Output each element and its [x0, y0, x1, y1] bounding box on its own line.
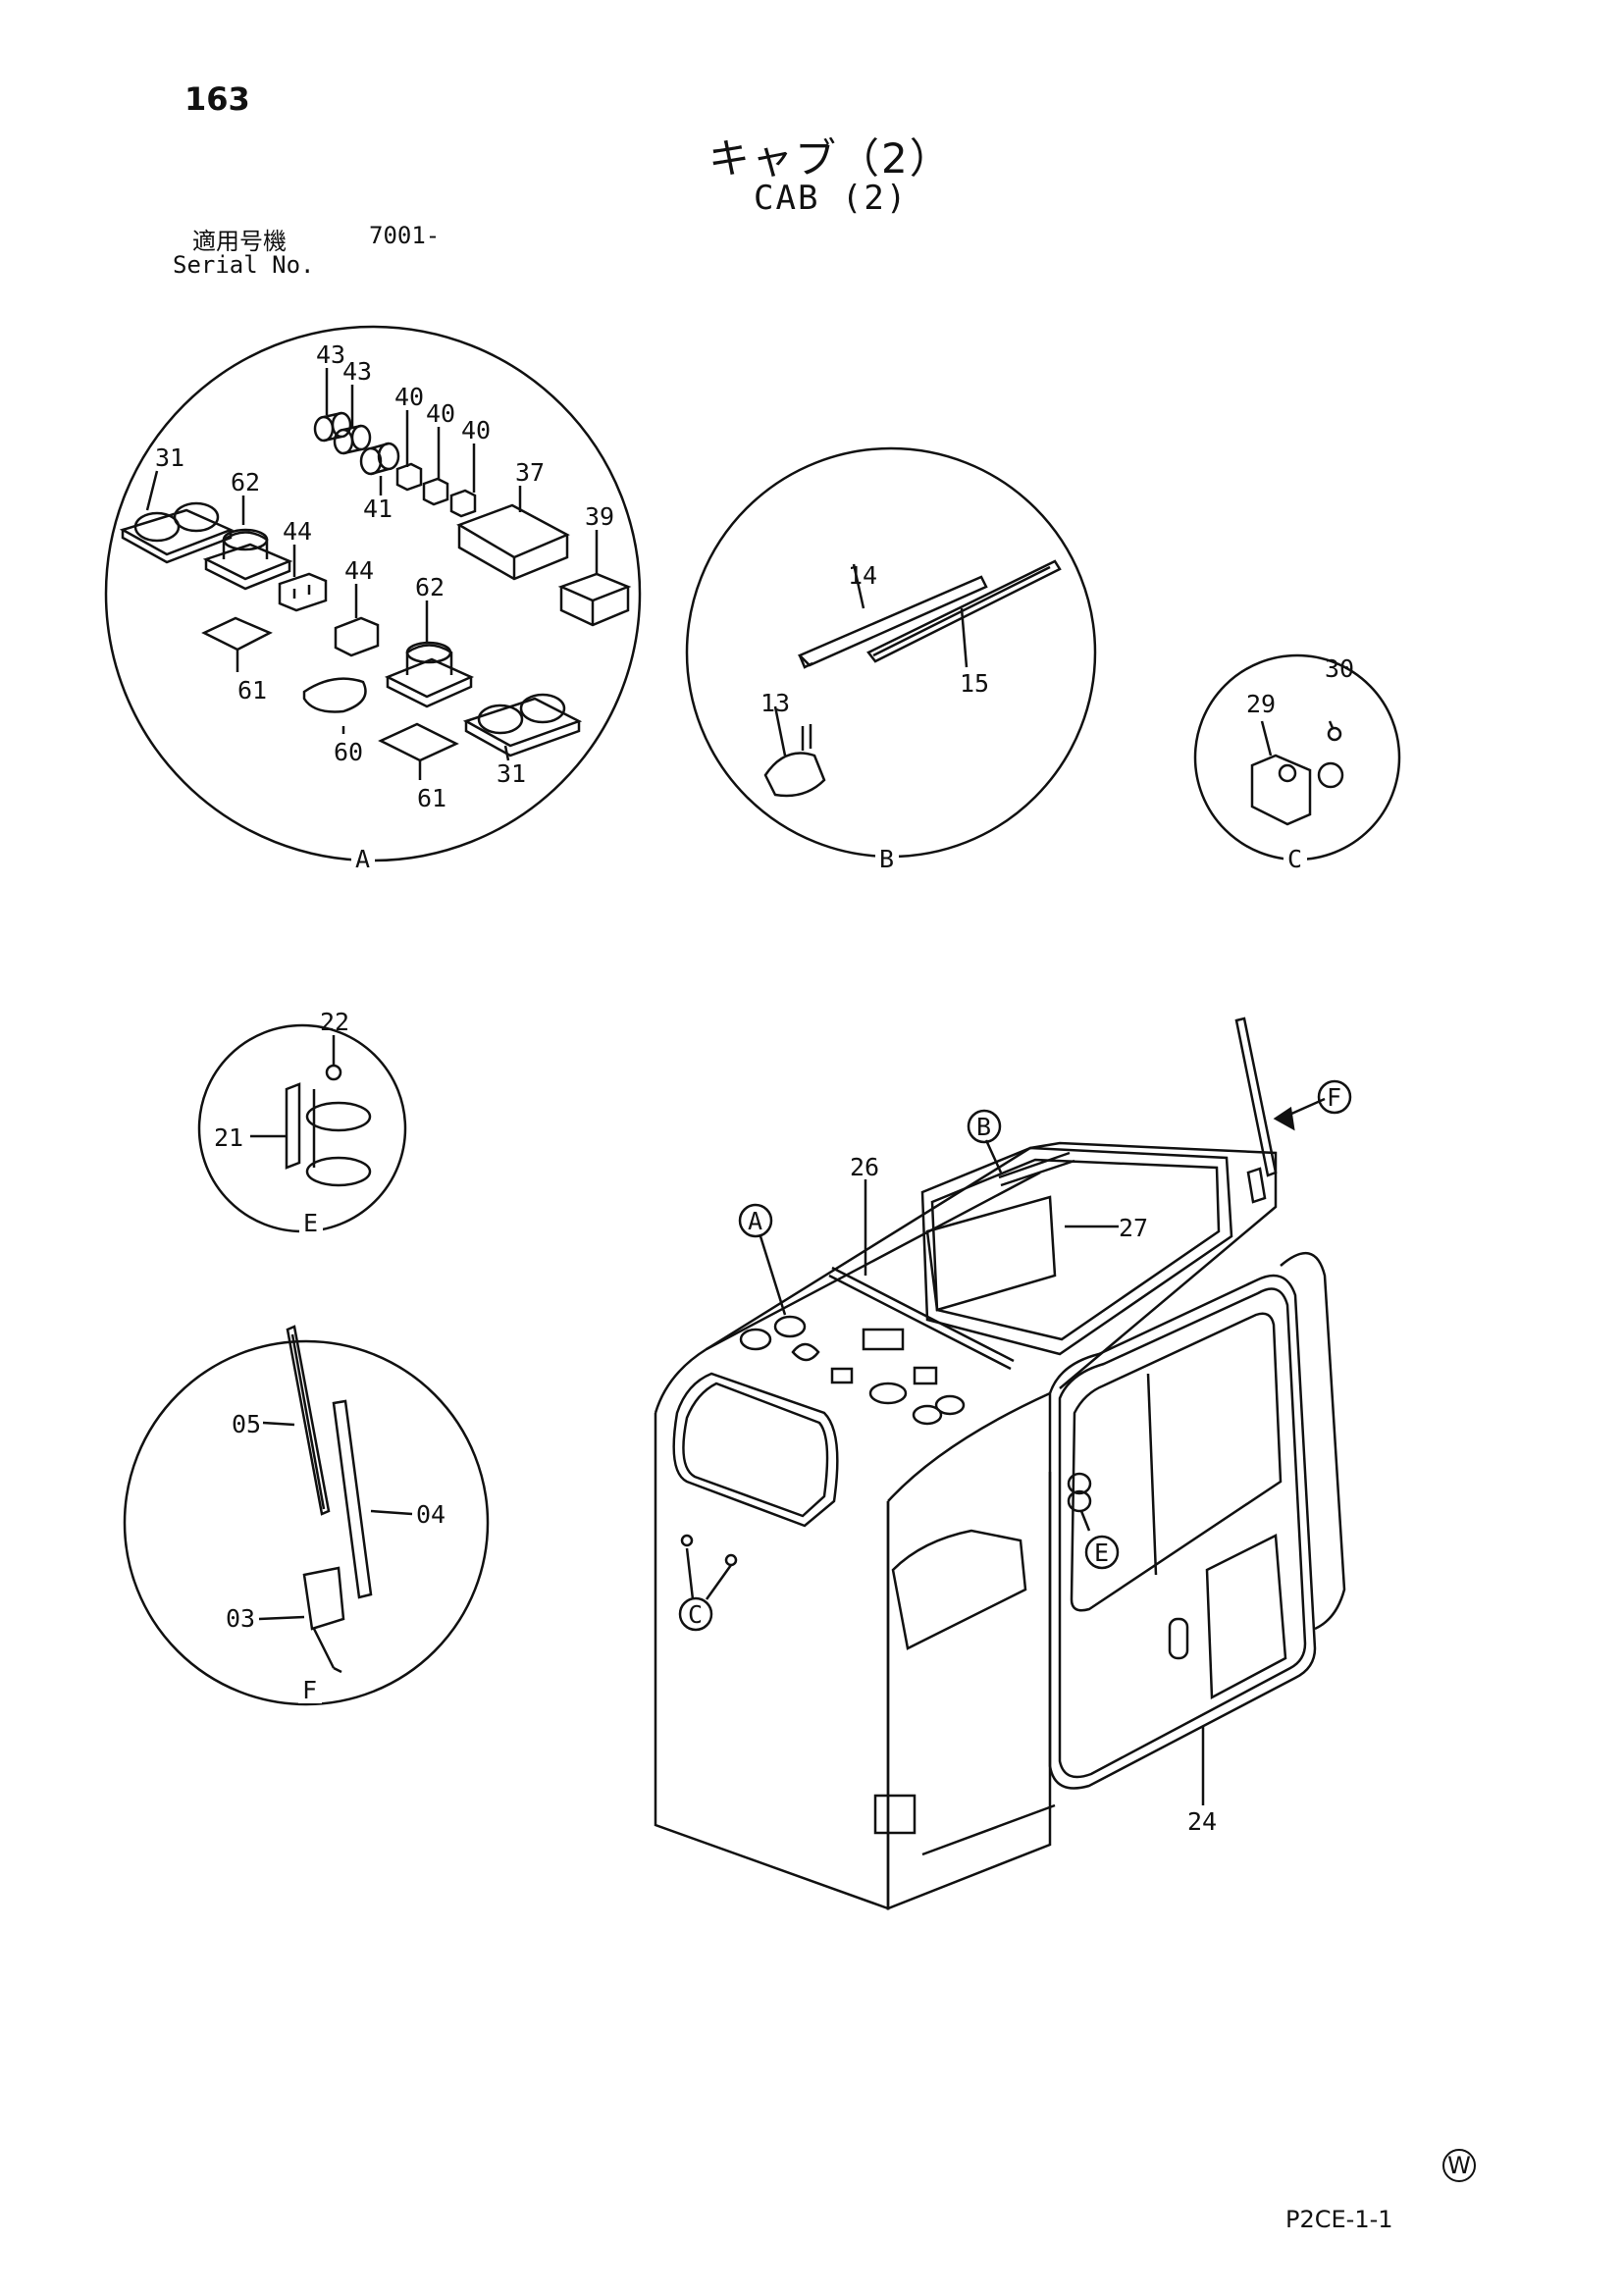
- part-label: 61: [417, 784, 446, 812]
- part-label: 41: [363, 495, 393, 523]
- detail-c-label: C: [1287, 845, 1302, 873]
- part-label: 40: [394, 383, 424, 411]
- detail-a: 43 43 40 40 40 31 62 37 41 39 44 44 62 6…: [104, 325, 642, 873]
- detail-e: 22 21 E: [197, 1008, 407, 1237]
- serial-label-japanese: 適用号機: [192, 228, 287, 255]
- part-label: 40: [461, 416, 491, 444]
- detail-b-parts-art: [763, 559, 1062, 798]
- callout-f-marker: [1317, 1079, 1352, 1115]
- detail-f-circle: [123, 1339, 490, 1706]
- detail-a-parts-art: [119, 368, 632, 780]
- callout-label: F: [1327, 1083, 1341, 1112]
- detail-b-label: B: [879, 845, 894, 873]
- part-label: 43: [316, 340, 345, 369]
- detail-a-circle: [104, 325, 642, 862]
- part-label: 04: [416, 1500, 445, 1529]
- part-label: 29: [1246, 690, 1276, 718]
- detail-b: 14 15 13 B: [685, 446, 1097, 873]
- callout-e-marker: [1084, 1535, 1120, 1570]
- document-reference: P2CE-1-1: [1285, 2206, 1393, 2233]
- cab-callouts: [678, 1079, 1352, 1632]
- title-english: CAB (2): [754, 179, 909, 218]
- detail-f-parts-art: [258, 1325, 413, 1674]
- cab-main-view: A B C E F 26 27 24: [654, 1017, 1352, 1910]
- detail-e-label: E: [303, 1209, 318, 1237]
- callout-c-marker: [678, 1596, 713, 1632]
- cab-outline-art: [654, 1017, 1346, 1910]
- part-label: 13: [760, 689, 790, 717]
- detail-e-parts-art: [250, 1035, 372, 1187]
- callout-b-marker: [967, 1109, 1002, 1144]
- part-label: 62: [415, 573, 445, 601]
- part-label: 03: [226, 1604, 255, 1633]
- part-label: 31: [497, 759, 526, 788]
- part-label: 44: [283, 517, 312, 546]
- page-number: 163: [184, 80, 250, 118]
- part-label: 26: [850, 1153, 879, 1181]
- serial-value: 7001-: [369, 222, 441, 249]
- part-label: 21: [214, 1123, 243, 1152]
- detail-c: 30 29 C: [1193, 653, 1401, 873]
- part-label: 30: [1325, 654, 1354, 683]
- part-label: 40: [426, 399, 455, 428]
- part-label: 14: [848, 561, 877, 590]
- part-label: 05: [232, 1410, 261, 1438]
- detail-c-labels: 30 29 C: [1246, 654, 1354, 873]
- part-label: 44: [344, 556, 374, 585]
- detail-f-labels: 05 04 03 F: [226, 1410, 445, 1704]
- detail-f-label: F: [302, 1676, 317, 1704]
- callout-a-marker: [738, 1203, 773, 1238]
- part-label: 37: [515, 458, 545, 487]
- part-label: 27: [1119, 1214, 1148, 1242]
- detail-a-label: A: [355, 845, 370, 873]
- detail-f: 05 04 03 F: [123, 1325, 490, 1706]
- part-label: 31: [155, 444, 184, 472]
- serial-label-english: Serial No.: [173, 251, 315, 279]
- part-label: 62: [231, 468, 260, 496]
- cab-labels: A B C E F 26 27 24: [688, 1083, 1341, 1836]
- part-label: 39: [585, 502, 614, 531]
- part-label: 15: [960, 669, 989, 698]
- callout-label: C: [688, 1600, 703, 1629]
- detail-c-parts-art: [1250, 720, 1344, 826]
- callout-label: B: [976, 1113, 991, 1141]
- callout-label: E: [1094, 1539, 1109, 1567]
- part-label: 61: [237, 676, 267, 704]
- part-label: 22: [320, 1008, 349, 1036]
- detail-e-labels: 22 21 E: [214, 1008, 349, 1237]
- part-label: 60: [334, 738, 363, 766]
- part-label: 24: [1187, 1807, 1217, 1836]
- detail-a-labels: 43 43 40 40 40 31 62 37 41 39 44 44 62 6…: [155, 340, 614, 873]
- detail-c-circle: [1193, 653, 1401, 861]
- part-label: 43: [342, 357, 372, 386]
- detail-b-labels: 14 15 13 B: [760, 561, 989, 873]
- callout-label: A: [748, 1207, 762, 1235]
- watermark-symbol: W: [1442, 2149, 1476, 2182]
- title-japanese: キャブ（2）: [708, 134, 953, 183]
